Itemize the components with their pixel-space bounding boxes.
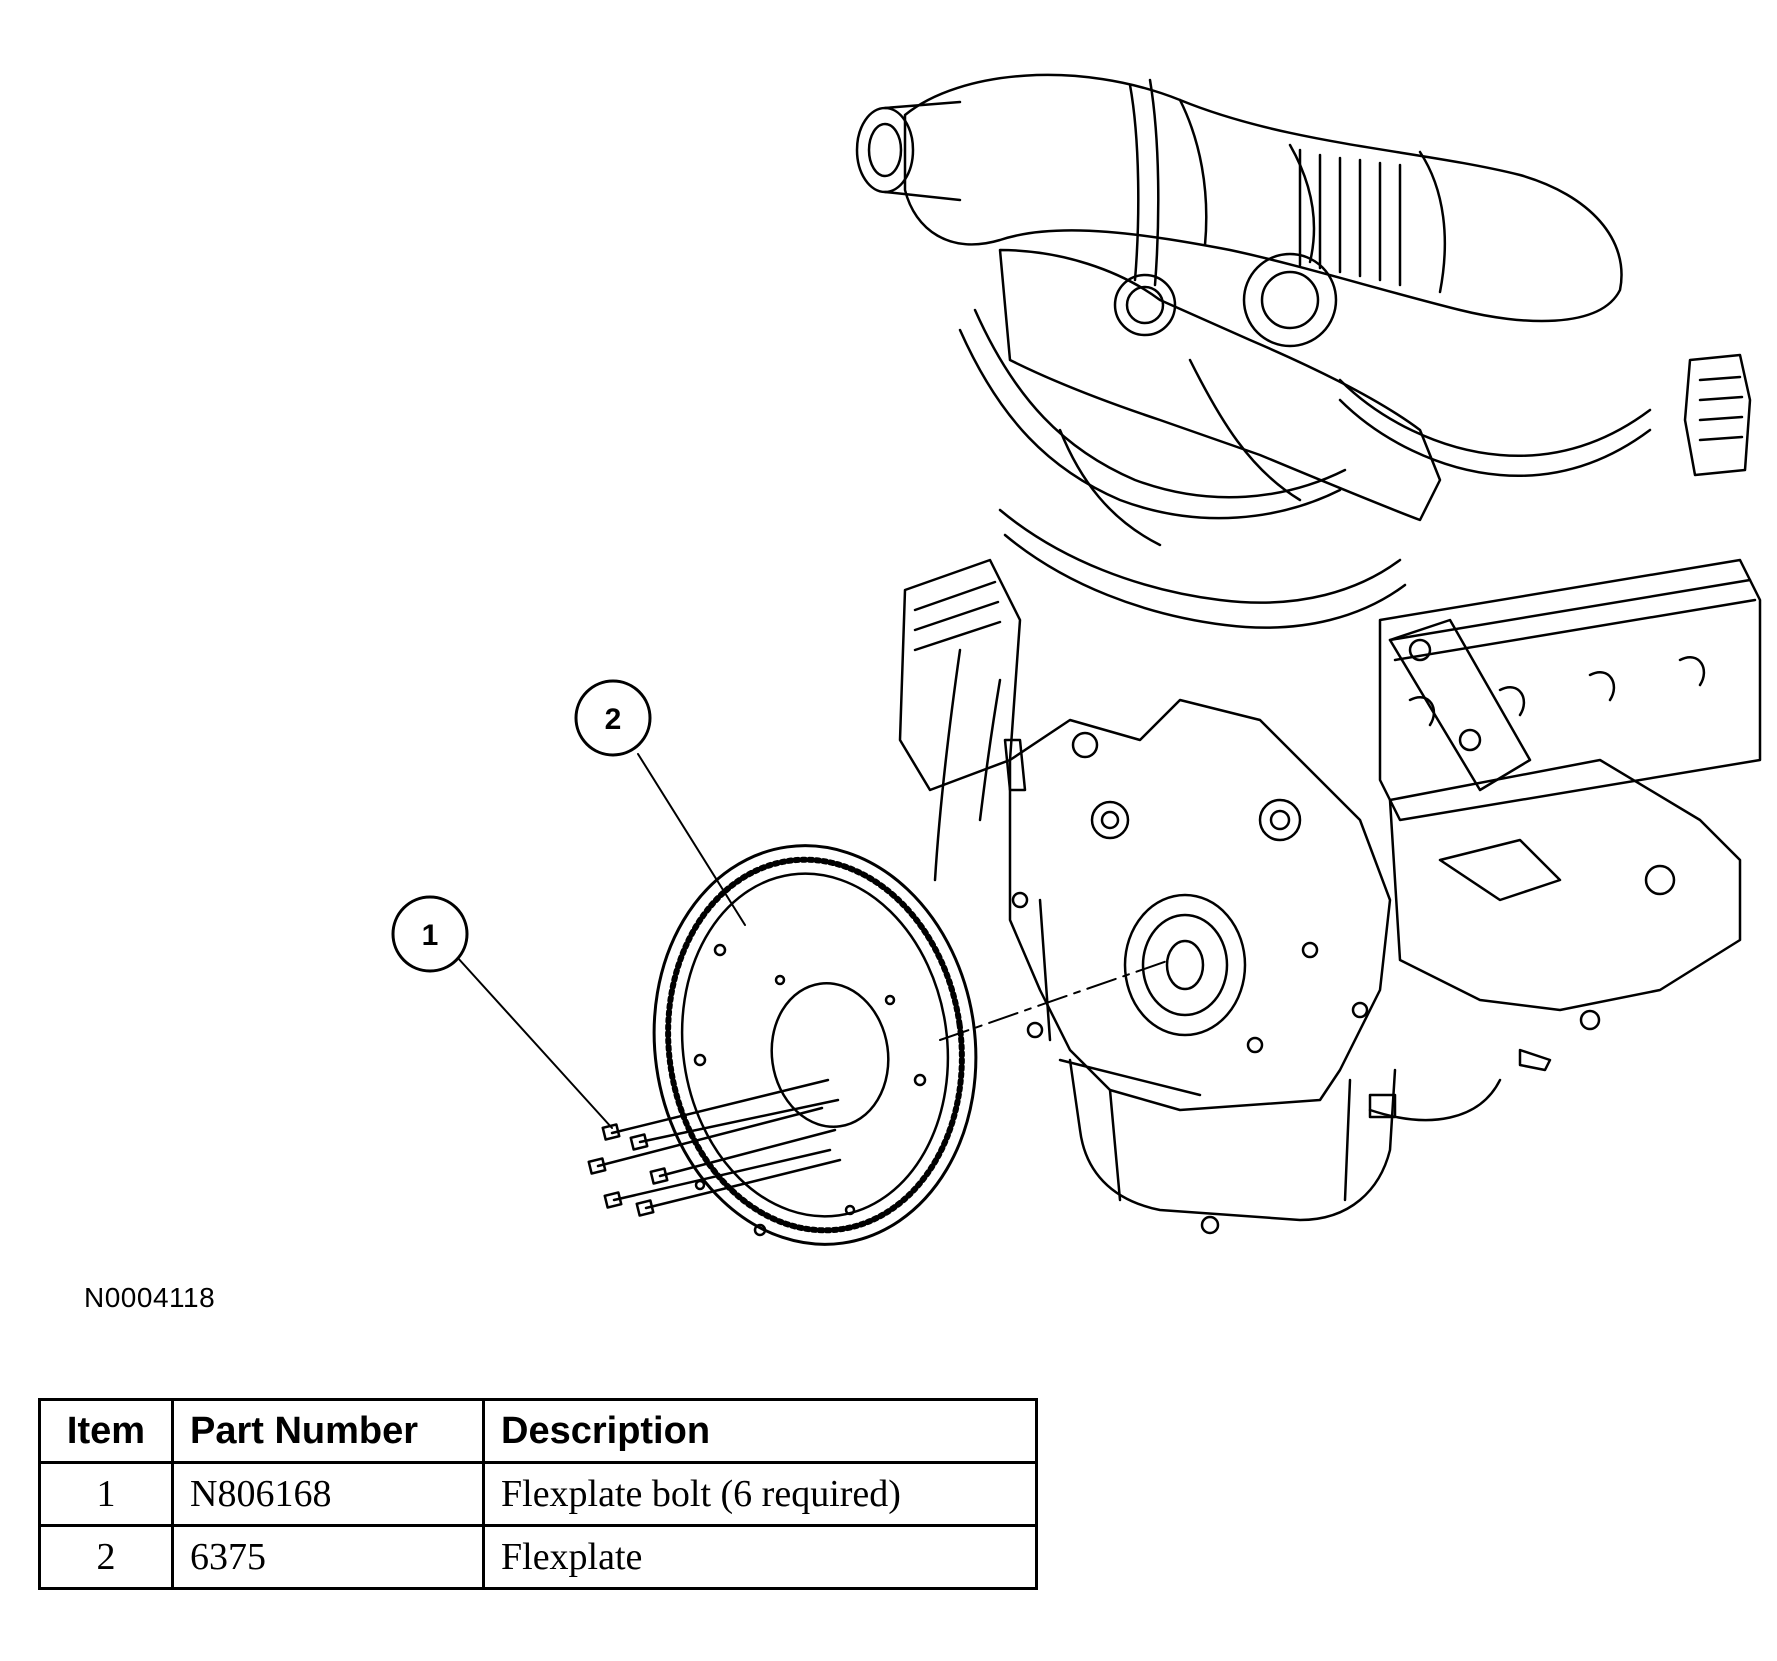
callout-2-label: 2 — [605, 703, 622, 736]
cell-item: 1 — [38, 1461, 174, 1527]
table-row: 2 6375 Flexplate — [38, 1524, 1038, 1590]
header-description: Description — [482, 1398, 1038, 1464]
engine-block — [855, 73, 1762, 1235]
figure-id: N0004118 — [84, 1282, 216, 1313]
parts-table: Item Part Number Description 1 N806168 F… — [38, 1398, 1038, 1590]
cell-item: 2 — [38, 1524, 174, 1590]
callout-1: 1 — [391, 895, 469, 973]
engine-flexplate-illustration: 1 2 — [391, 73, 1762, 1246]
flexplate-bolts — [587, 1078, 842, 1217]
callout-leader-1 — [456, 956, 613, 1129]
table-header-row: Item Part Number Description — [38, 1398, 1038, 1464]
cell-description: Flexplate — [482, 1524, 1038, 1590]
table-row: 1 N806168 Flexplate bolt (6 required) — [38, 1461, 1038, 1527]
callout-2: 2 — [574, 679, 652, 757]
callout-1-label: 1 — [422, 919, 439, 952]
cell-description: Flexplate bolt (6 required) — [482, 1461, 1038, 1527]
cell-part-number: 6375 — [171, 1524, 485, 1590]
header-item: Item — [38, 1398, 174, 1464]
alignment-centerline — [939, 959, 1171, 1041]
header-part-number: Part Number — [171, 1398, 485, 1464]
flexplate — [652, 844, 978, 1246]
callout-leader-2 — [637, 753, 746, 926]
cell-part-number: N806168 — [171, 1461, 485, 1527]
